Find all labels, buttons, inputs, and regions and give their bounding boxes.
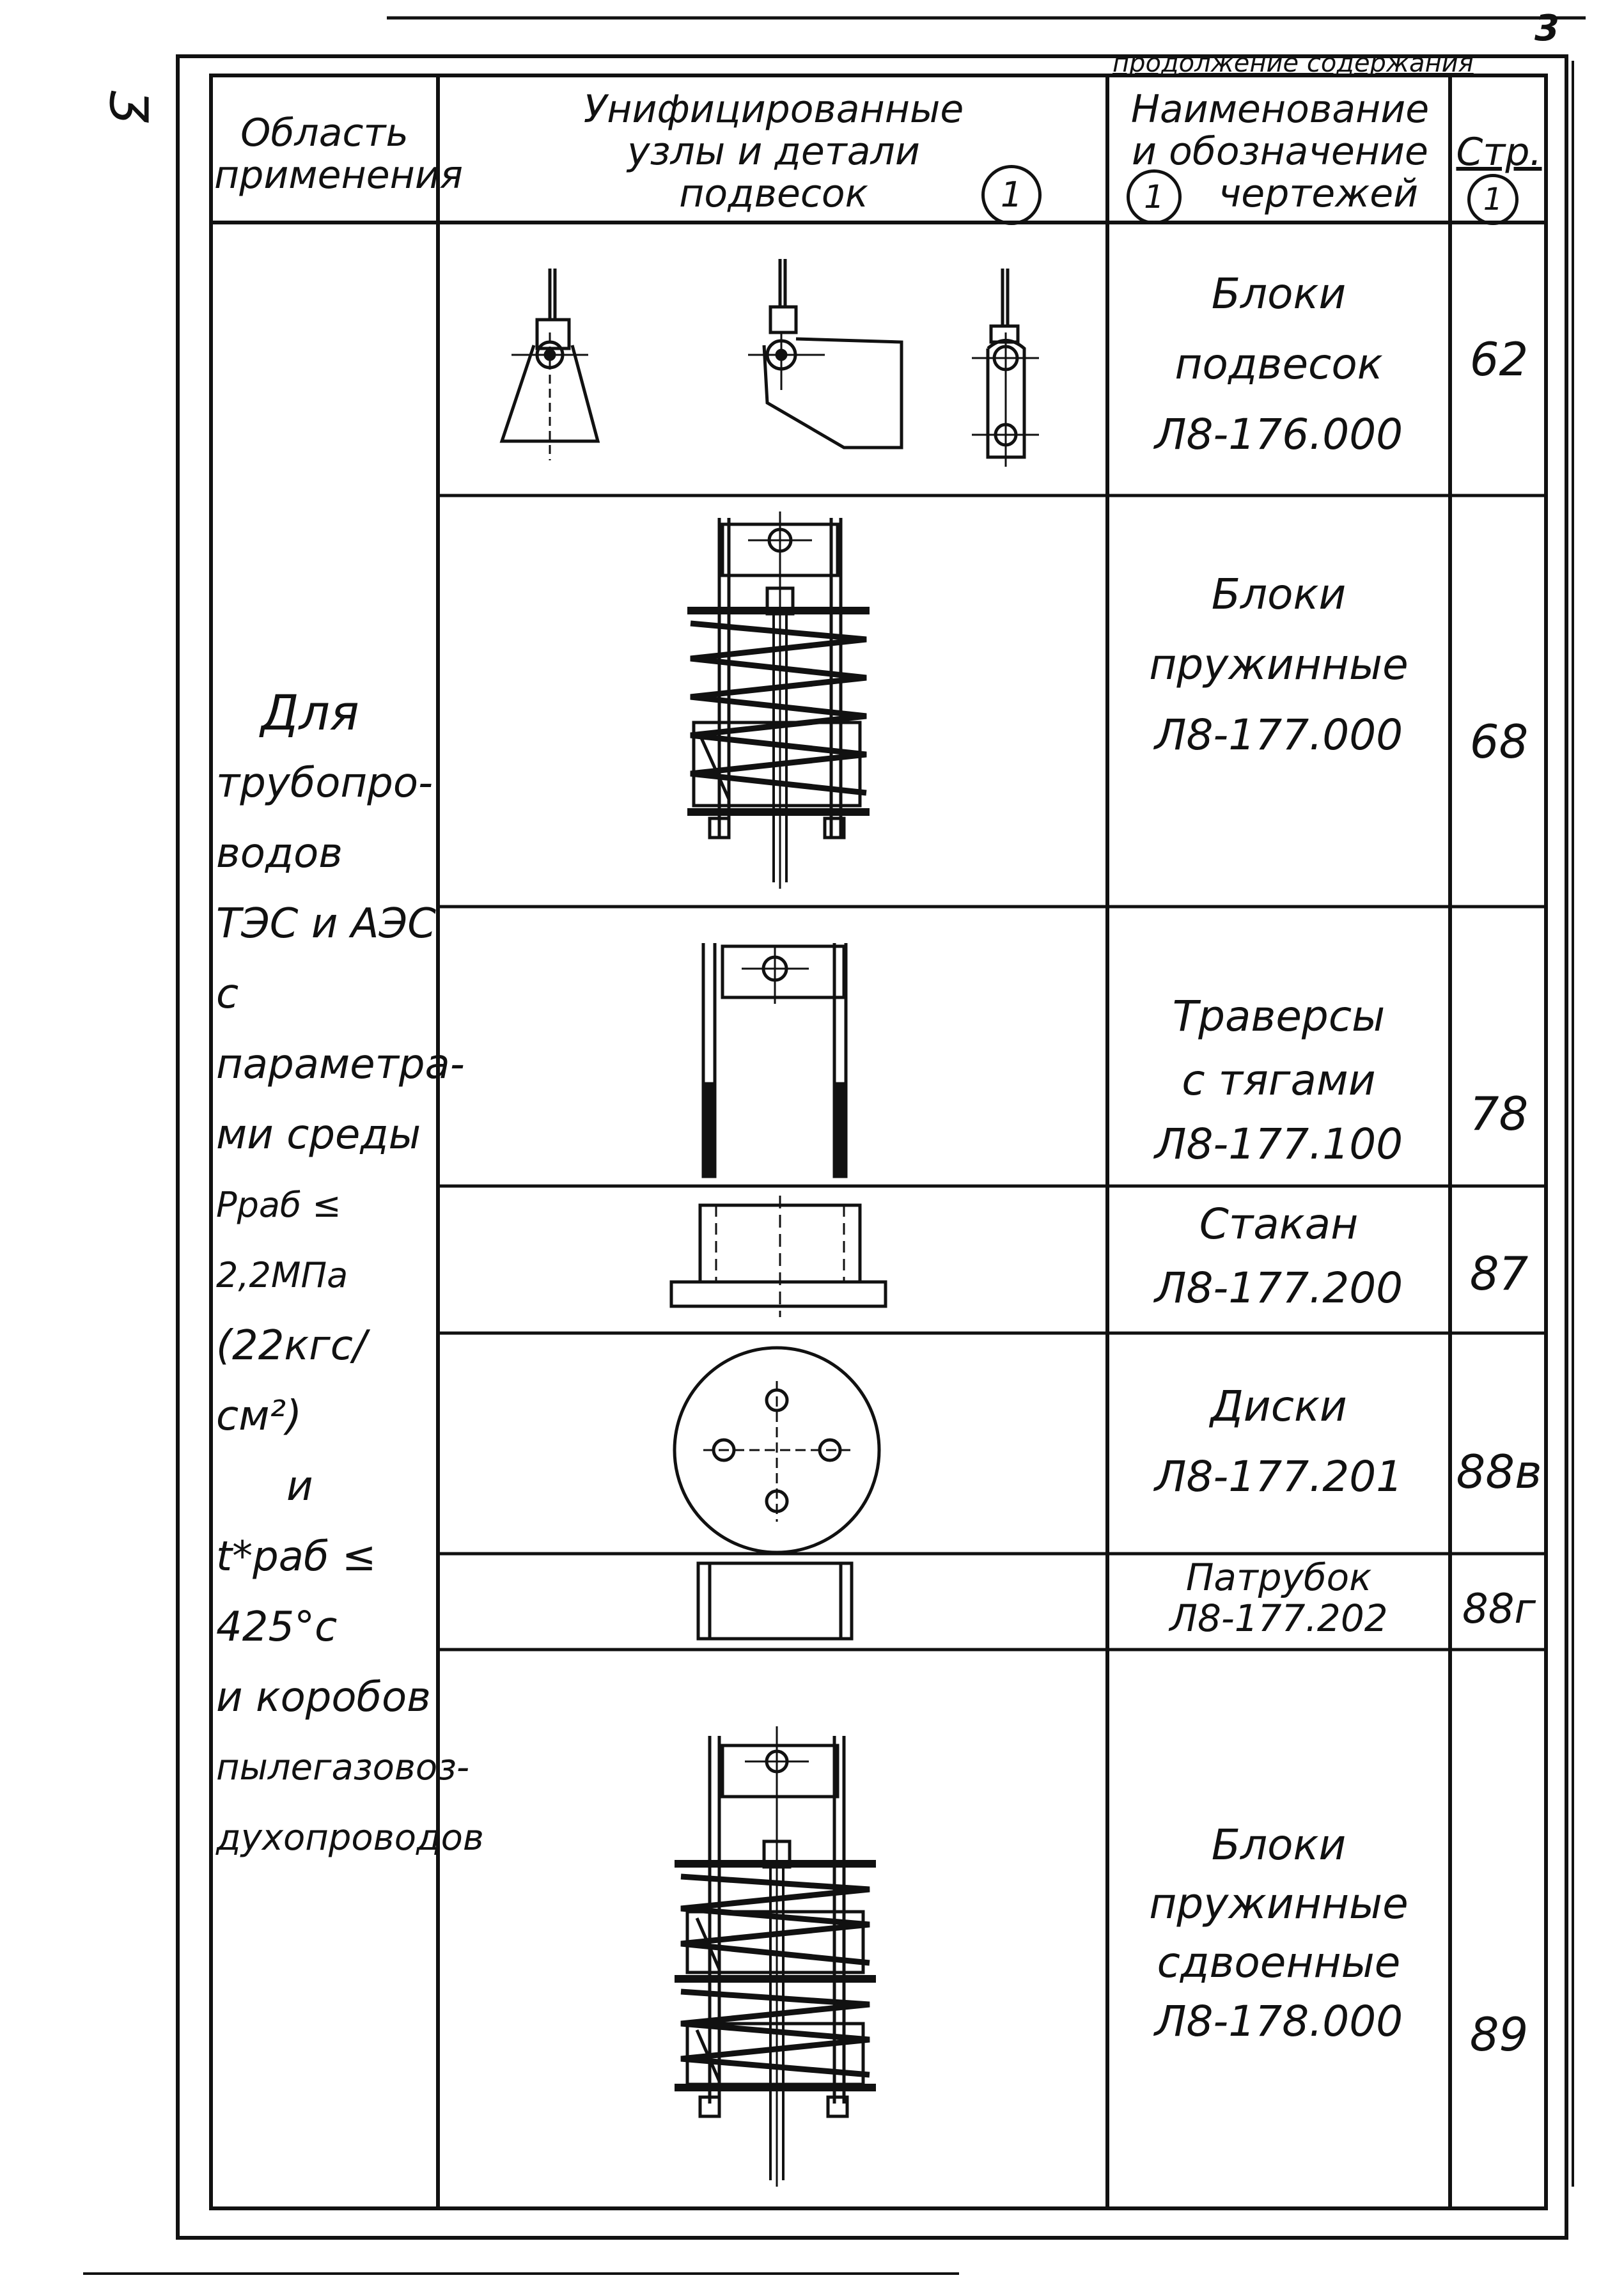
row-7-page: 89 bbox=[1469, 2008, 1529, 2061]
page-mark: 1 bbox=[1467, 174, 1519, 225]
units-mark: 1 bbox=[981, 165, 1042, 225]
row-5-page: 88в bbox=[1456, 1445, 1542, 1499]
hanger-block-drawing-3 bbox=[972, 269, 1039, 467]
hanger-block-drawing-2 bbox=[748, 259, 903, 449]
spring-block-drawing bbox=[687, 511, 870, 889]
row-4-page: 87 bbox=[1469, 1247, 1529, 1300]
page-number: 3 bbox=[1534, 8, 1559, 49]
continuation-label: продолжение содержания bbox=[1113, 49, 1474, 78]
row-3-page: 78 bbox=[1469, 1087, 1529, 1141]
row-1-page: 62 bbox=[1469, 332, 1529, 386]
double-spring-block-drawing bbox=[675, 1726, 876, 2187]
row-2-page: 68 bbox=[1469, 715, 1529, 769]
header-page: Стр. bbox=[1456, 130, 1542, 175]
name-mark: 1 bbox=[1127, 169, 1182, 224]
area-of-application: Для трубопро- водов ТЭС и АЭС с параметр… bbox=[216, 684, 484, 1859]
row-6-page: 88г bbox=[1462, 1586, 1536, 1633]
traverse-drawing bbox=[701, 943, 848, 1178]
branch-pipe-drawing bbox=[696, 1561, 854, 1641]
hanger-block-drawing-1 bbox=[499, 269, 600, 460]
disk-drawing bbox=[673, 1346, 881, 1554]
cup-drawing bbox=[669, 1196, 887, 1317]
